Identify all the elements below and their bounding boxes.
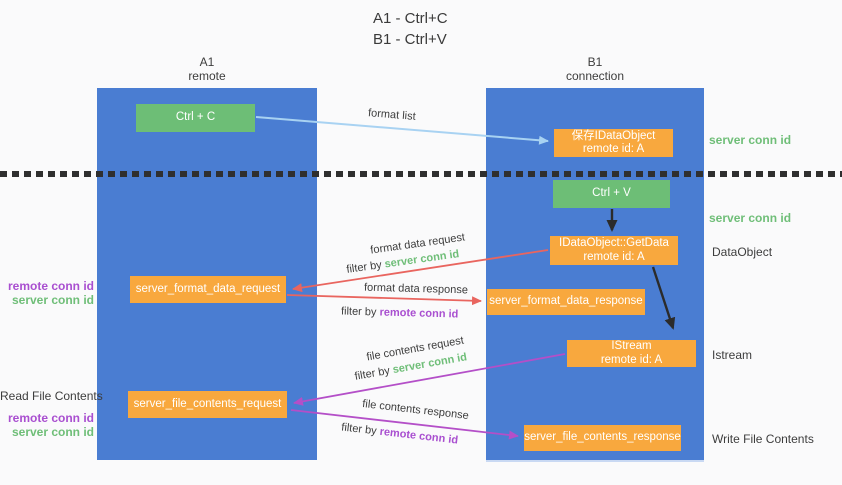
- server-format-data-request-label: server_format_data_request: [135, 282, 281, 295]
- save-idataobject-box: 保存IDataObject remote id: A: [554, 129, 673, 157]
- idataobject-getdata-box: IDataObject::GetData remote id: A: [550, 236, 678, 265]
- title-line-a1: A1 - Ctrl+C: [373, 10, 448, 27]
- ctrl-c-label: Ctrl + C: [175, 111, 216, 124]
- lifeline-header-a1: A1 remote: [97, 55, 317, 83]
- title-line-b1: B1 - Ctrl+V: [373, 31, 447, 48]
- istream-box: IStream remote id: A: [567, 340, 696, 367]
- format-data-response-arrow-label: format data response: [363, 281, 469, 297]
- left-server-conn-id-label-1: server conn id: [11, 293, 94, 307]
- server-file-contents-request-box: server_file_contents_request: [128, 391, 287, 418]
- server-format-data-response-box: server_format_data_response: [487, 289, 645, 315]
- phase-divider-dotted-line: [0, 171, 842, 177]
- left-remote-conn-id-label-2: remote conn id: [7, 411, 94, 425]
- right-server-conn-id-top-label: server conn id: [709, 133, 792, 147]
- ctrl-v-event-box: Ctrl + V: [553, 180, 670, 208]
- format-data-request-filter-label: filter by server conn id: [346, 248, 460, 276]
- remote-conn-id-text: remote conn id: [379, 306, 459, 321]
- read-file-contents-label: Read File Contents: [0, 389, 103, 403]
- file-contents-response-arrow-label: file contents response: [361, 397, 470, 423]
- filter-by-text: filter by: [345, 259, 383, 276]
- ctrl-c-event-box: Ctrl + C: [136, 104, 255, 132]
- left-server-conn-id-label-2: server conn id: [11, 425, 94, 439]
- format-data-response-filter-label: filter by remote conn id: [341, 305, 459, 320]
- write-file-contents-label: Write File Contents: [712, 432, 814, 446]
- diagram-title: A1 - Ctrl+C B1 - Ctrl+V: [0, 8, 842, 50]
- file-contents-response-filter-label: filter by remote conn id: [341, 421, 459, 446]
- ctrl-v-label: Ctrl + V: [592, 187, 631, 200]
- getdata-line1: IDataObject::GetData: [559, 237, 669, 249]
- remote-conn-id-text: remote conn id: [378, 425, 459, 447]
- lifeline-b1-role: connection: [565, 69, 625, 83]
- dataobject-label: DataObject: [712, 245, 773, 259]
- lifeline-a1-role: remote: [188, 69, 226, 83]
- left-remote-conn-id-label-1: remote conn id: [7, 279, 94, 293]
- server-file-contents-response-label: server_file_contents_response: [524, 431, 681, 444]
- format-list-arrow-label: format list: [367, 107, 417, 123]
- getdata-line2: remote id: A: [583, 250, 645, 263]
- server-format-data-request-box: server_format_data_request: [130, 276, 286, 303]
- lifeline-header-b1: B1 connection: [486, 55, 704, 83]
- lifeline-b1-name: B1: [587, 55, 603, 69]
- server-file-contents-response-box: server_file_contents_response: [524, 425, 681, 451]
- istream-line1: IStream: [611, 340, 652, 352]
- istream-line2: remote id: A: [600, 353, 663, 366]
- right-server-conn-id-bottom-label: server conn id: [709, 211, 792, 225]
- save-idataobject-line2: remote id: A: [582, 143, 645, 155]
- filter-by-text: filter by: [353, 364, 391, 383]
- save-idataobject-line1: 保存IDataObject: [571, 129, 656, 142]
- filter-by-text: filter by: [340, 305, 377, 319]
- istream-side-label: Istream: [712, 348, 753, 362]
- server-format-data-response-label: server_format_data_response: [489, 295, 643, 308]
- filter-by-text: filter by: [340, 421, 378, 438]
- lifeline-a1-name: A1: [199, 55, 215, 69]
- server-file-contents-request-label: server_file_contents_request: [133, 397, 282, 410]
